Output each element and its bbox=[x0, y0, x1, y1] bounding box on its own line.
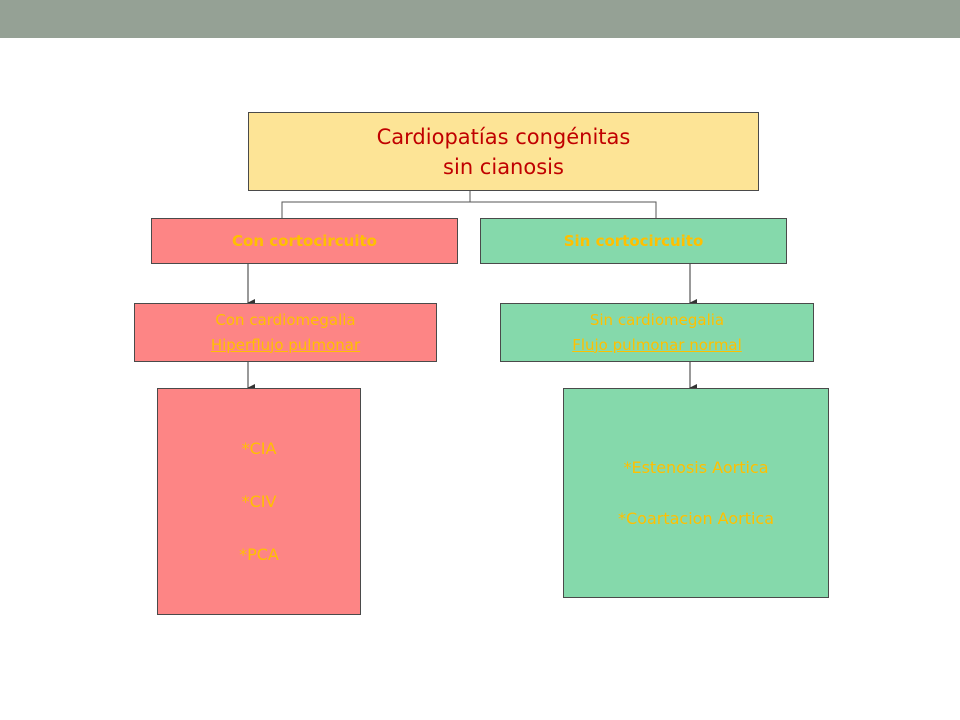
leaf-item: *Estenosis Aortica bbox=[623, 458, 769, 477]
root-title-line2: sin cianosis bbox=[443, 154, 564, 179]
root-node: Cardiopatías congénitas sin cianosis bbox=[248, 112, 759, 191]
right-subbranch-line1: Sin cardiomegalia bbox=[589, 310, 725, 329]
left-branch-label: Con cortocircuito bbox=[232, 232, 377, 250]
right-branch-label: Sin cortocircuito bbox=[563, 232, 704, 250]
left-branch-node: Con cortocircuito bbox=[151, 218, 458, 264]
leaf-item: *Coartacion Aortica bbox=[617, 509, 775, 528]
leaf-item: *CIV bbox=[241, 492, 277, 511]
root-to-right-branch-connector bbox=[470, 201, 657, 218]
leaf-item: *CIA bbox=[241, 439, 277, 458]
root-title-line1: Cardiopatías congénitas bbox=[376, 124, 631, 149]
leaf-item: *PCA bbox=[239, 545, 279, 564]
right-branch-node: Sin cortocircuito bbox=[480, 218, 787, 264]
root-to-branches-connector bbox=[281, 191, 471, 218]
right-subbranch-node: Sin cardiomegalia Flujo pulmonar normal bbox=[500, 303, 814, 362]
left-subbranch-link[interactable]: Hiperflujo pulmonar bbox=[210, 335, 361, 354]
right-leaf-node: *Estenosis Aortica *Coartacion Aortica bbox=[563, 388, 829, 598]
left-subbranch-line1: Con cardiomegalia bbox=[215, 310, 356, 329]
top-bar bbox=[0, 0, 960, 38]
right-subbranch-link[interactable]: Flujo pulmonar normal bbox=[572, 335, 742, 354]
left-leaf-node: *CIA *CIV *PCA bbox=[157, 388, 361, 615]
left-subbranch-node: Con cardiomegalia Hiperflujo pulmonar bbox=[134, 303, 437, 362]
